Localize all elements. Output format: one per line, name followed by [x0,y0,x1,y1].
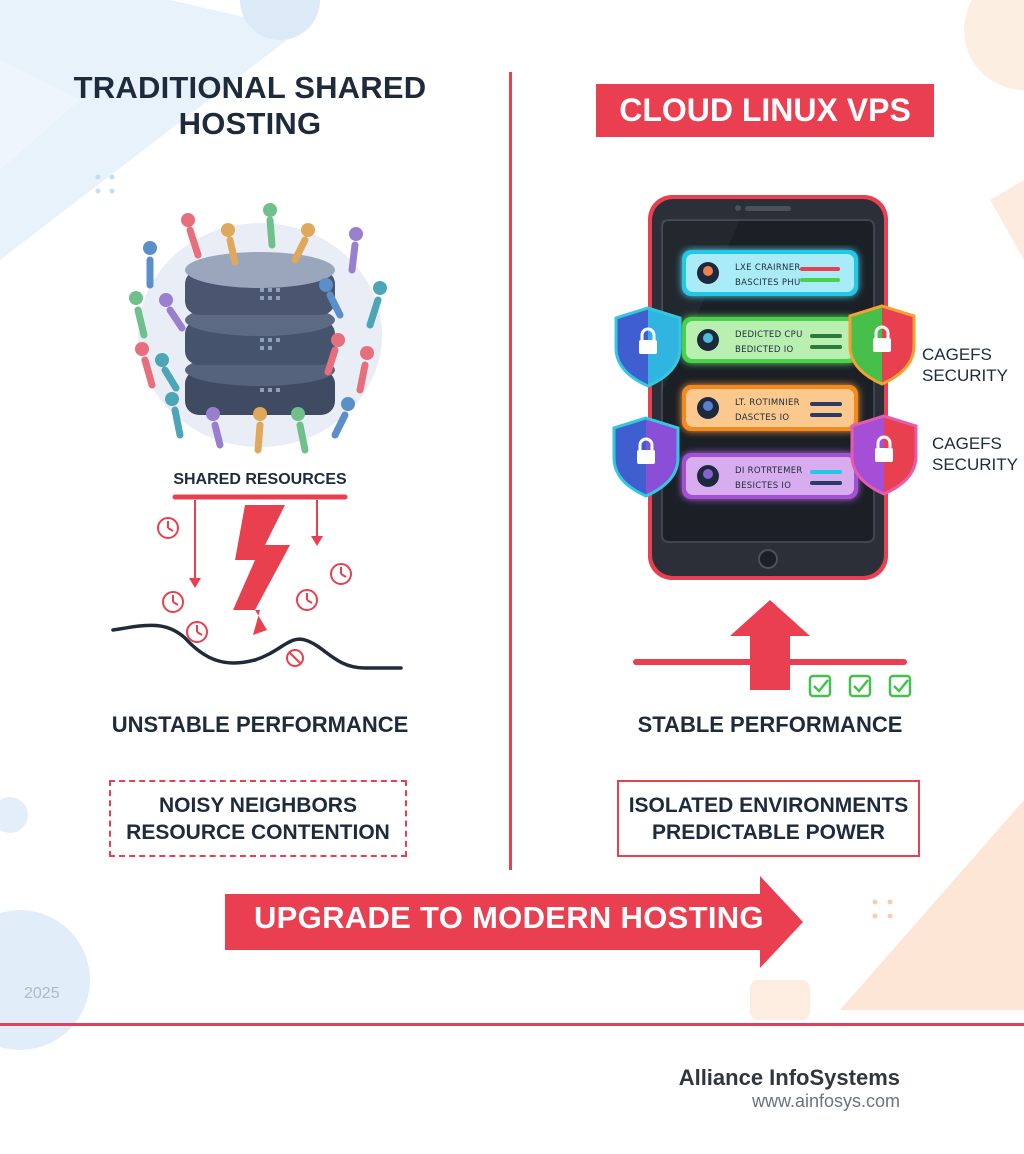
arrow-right-icon [225,876,803,968]
arrow-up-icon [730,600,810,690]
vm-1-line1: LXE CRAIRNER [735,263,801,273]
vm-2-line1: DEDICTED CPU [735,330,803,340]
predictable-power-text: PREDICTABLE POWER [652,820,885,844]
clock-icon [157,517,352,667]
shield-lock-icon [612,416,680,498]
vm-2-line2: BEDICTED IO [735,345,794,355]
vm-3-line1: LT. ROTIMNIER [735,398,800,408]
arrow-down-icon [189,500,323,588]
shield-lock-icon [850,414,918,496]
vm-card-4 [682,453,858,499]
crowded-server-illustration [129,203,387,454]
people-crowd-icon [129,203,387,454]
vm-4-line2: BESICTES IO [735,481,792,491]
left-heading: TRADITIONAL SHARED HOSTING [60,70,440,142]
resource-contention-text: RESOURCE CONTENTION [126,820,390,844]
vm-card-2 [682,317,858,363]
server-icon [185,252,335,415]
company-name: Alliance InfoSystems [678,1065,900,1090]
vm-4-line1: DI ROTRTEMER [735,466,803,476]
vm-1-line2: BASCITES PHU [735,278,801,288]
lightning-icon [233,505,290,635]
left-heading-line2: HOSTING [178,106,322,141]
year-label: 2025 [24,985,60,1002]
left-heading-line1: TRADITIONAL SHARED [73,70,427,105]
upgrade-cta-text: UPGRADE TO MODERN HOSTING [254,900,764,935]
center-divider [509,72,512,870]
shield-lock-icon [848,304,916,386]
footer-divider [0,1023,1024,1026]
noisy-neighbors-text: NOISY NEIGHBORS [159,793,357,817]
vm-3-line2: DASCTES IO [735,413,790,423]
checkmark-icon [808,674,912,698]
shared-resources-label: SHARED RESOURCES [173,471,347,488]
stable-performance-label: STABLE PERFORMANCE [637,712,903,737]
isolated-environments-text: ISOLATED ENVIRONMENTS [628,793,909,817]
unstable-wave [111,623,403,670]
stable-performance-diagram [633,600,912,698]
unstable-performance-label: UNSTABLE PERFORMANCE [111,712,409,737]
vm-card-3 [682,385,858,431]
vm-cards [682,250,858,499]
company-website: www.ainfosys.com [751,1091,900,1111]
shared-resources-diagram [111,494,403,670]
cagefs-line1: CAGEFS [922,345,992,364]
cagefs-security-label-2: CAGEFS SECURITY [932,433,1018,475]
right-heading: CLOUD LINUX VPS [596,84,934,137]
cagefs-security-label-1: CAGEFS SECURITY [922,344,1008,386]
security-line2: SECURITY [932,455,1018,474]
cagefs-line1: CAGEFS [932,434,1002,453]
shield-lock-icon [614,306,682,388]
vm-card-1 [682,250,858,296]
isolated-environments-box: ISOLATED ENVIRONMENTS PREDICTABLE POWER [617,780,920,857]
noisy-neighbors-box: NOISY NEIGHBORS RESOURCE CONTENTION [109,780,407,857]
security-shields [612,304,918,498]
security-line2: SECURITY [922,366,1008,385]
